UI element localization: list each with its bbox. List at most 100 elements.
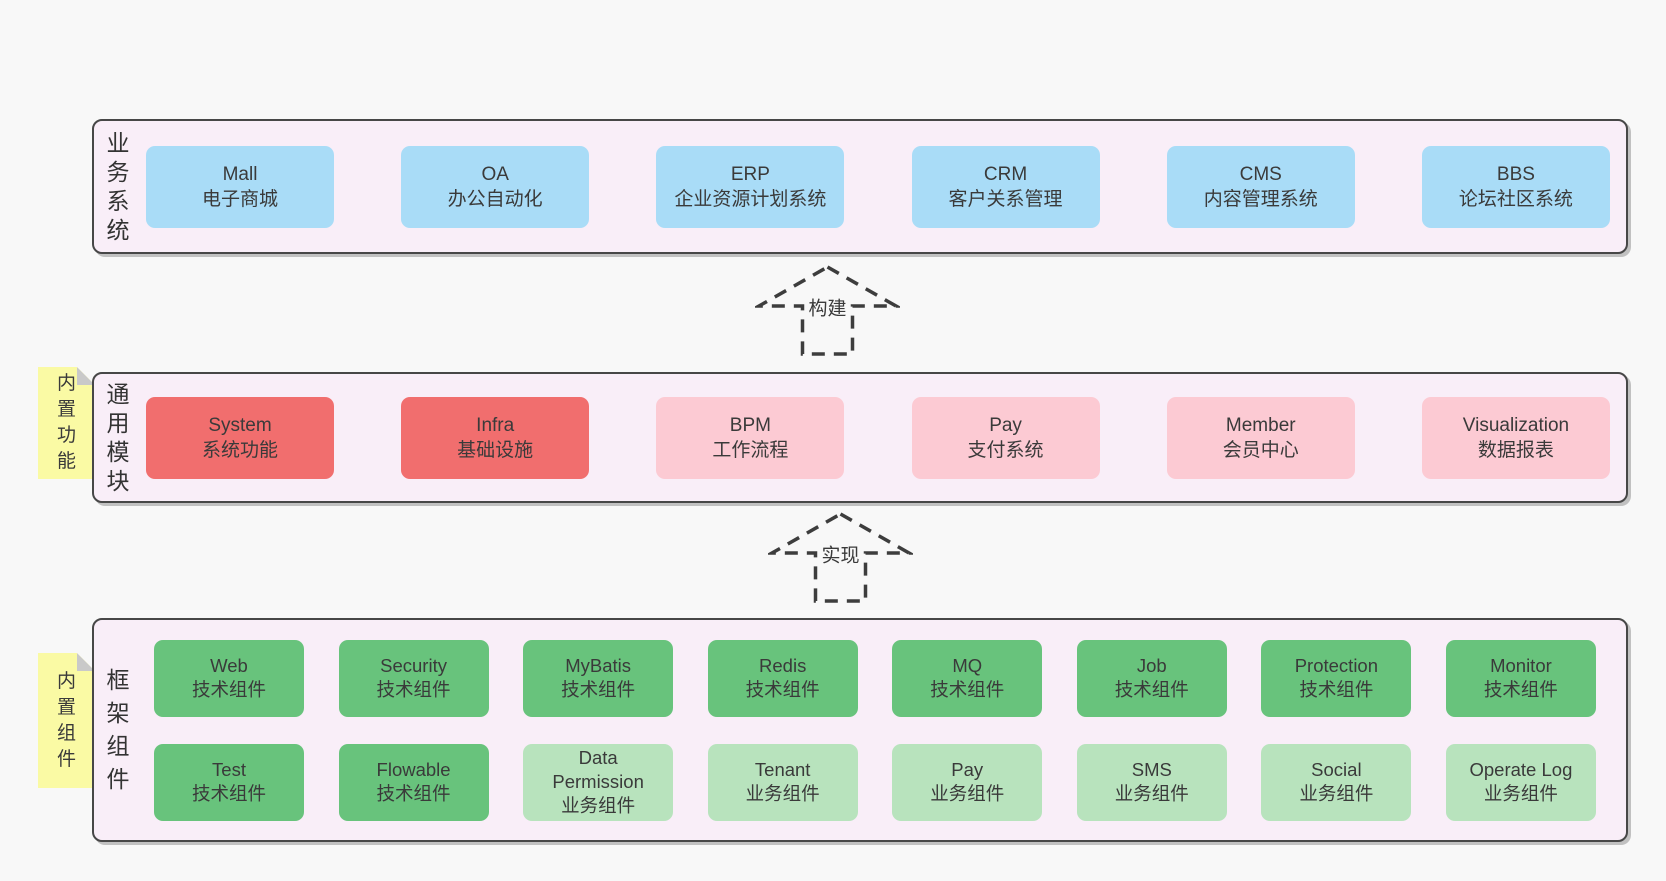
- module-desc: 电子商城: [201, 188, 278, 210]
- module-name: CMS: [1239, 163, 1282, 185]
- module-name: BBS: [1496, 163, 1535, 185]
- vertical-char: 业: [106, 129, 130, 156]
- module-box-pay: Pay 业务组件: [892, 743, 1043, 821]
- vertical-char: 统: [106, 216, 130, 243]
- module-name: Job: [1136, 655, 1167, 676]
- module-desc: 客户关系管理: [948, 188, 1063, 210]
- module-box-protection: Protection 技术组件: [1261, 639, 1412, 717]
- module-box-crm: CRM 客户关系管理: [911, 145, 1100, 228]
- module-name: Pay: [951, 759, 984, 780]
- module-desc: 技术组件: [1299, 679, 1374, 700]
- module-name: Monitor: [1490, 655, 1552, 676]
- vertical-char: 置: [56, 399, 76, 420]
- module-name: CRM: [983, 163, 1028, 185]
- module-name: OA: [481, 163, 509, 185]
- module-name: Web: [210, 655, 248, 676]
- vertical-char: 件: [106, 766, 130, 792]
- module-name: ERP: [730, 163, 770, 185]
- module-desc: 技术组件: [1114, 679, 1189, 700]
- module-desc: 业务组件: [1299, 783, 1374, 804]
- module-name: Tenant: [754, 759, 811, 780]
- vertical-char: 块: [106, 467, 130, 494]
- vertical-char: 模: [106, 438, 130, 465]
- band-label: 通用模块: [98, 374, 138, 501]
- module-desc: 技术组件: [376, 783, 451, 804]
- vertical-char: 组: [106, 733, 130, 759]
- module-desc: 内容管理系统: [1203, 188, 1318, 210]
- vertical-char: 通: [106, 380, 130, 407]
- module-desc: 业务组件: [561, 795, 636, 816]
- module-box-job: Job 技术组件: [1076, 639, 1227, 717]
- module-box-test: Test 技术组件: [154, 743, 304, 821]
- arrow-label: 构建: [805, 292, 850, 322]
- module-desc: 技术组件: [1483, 679, 1558, 700]
- module-name: Flowable: [376, 759, 451, 780]
- module-desc: 技术组件: [745, 679, 820, 700]
- vertical-char: 用: [106, 409, 130, 436]
- module-box-flowable: Flowable 技术组件: [338, 743, 489, 821]
- vertical-char: 置: [56, 696, 76, 718]
- module-desc: 工作流程: [712, 439, 789, 461]
- module-desc: 企业资源计划系统: [674, 188, 827, 210]
- module-desc: 系统功能: [201, 439, 278, 461]
- module-name: Redis: [759, 655, 807, 676]
- module-name: Social: [1311, 759, 1362, 780]
- module-name: Operate Log: [1469, 759, 1573, 780]
- vertical-char: 框: [106, 667, 130, 693]
- module-row: Mall 电子商城 OA 办公自动化 ERP 企业资源计划系统 CRM 客户关系管理 CMS 内容…: [146, 145, 1610, 228]
- band-rows: Mall 电子商城 OA 办公自动化 ERP 企业资源计划系统 CRM 客户关系管理 CMS 内容…: [146, 121, 1610, 252]
- module-name: Pay: [989, 414, 1022, 436]
- sticky-note-builtin-components: 内置组件: [38, 653, 95, 788]
- module-box-bbs: BBS 论坛社区系统: [1421, 145, 1610, 228]
- vertical-char: 内: [56, 670, 76, 692]
- arrow-build: 构建: [755, 263, 900, 358]
- module-desc: 基础设施: [457, 439, 534, 461]
- band-label: 框架组件: [98, 620, 138, 840]
- module-desc: 办公自动化: [447, 188, 543, 210]
- sticky-label: 内置组件: [38, 669, 95, 773]
- module-name: System: [208, 414, 272, 436]
- module-name: Protection: [1294, 655, 1379, 676]
- module-box-member: Member 会员中心: [1166, 396, 1355, 479]
- module-desc: 会员中心: [1222, 439, 1299, 461]
- vertical-char: 务: [106, 158, 130, 185]
- module-desc: 技术组件: [561, 679, 636, 700]
- module-name: Security: [380, 655, 447, 676]
- module-name: MyBatis: [565, 655, 632, 676]
- module-box-social: Social 业务组件: [1261, 743, 1412, 821]
- module-name: Mall: [222, 163, 258, 185]
- module-name: Visualization: [1462, 414, 1570, 436]
- vertical-char: 内: [56, 373, 76, 394]
- arrow-implement: 实现: [768, 510, 913, 605]
- module-desc: 数据报表: [1477, 439, 1554, 461]
- module-desc: 技术组件: [930, 679, 1005, 700]
- vertical-char: 系: [106, 187, 130, 214]
- module-name: Test: [212, 759, 246, 780]
- module-box-mybatis: MyBatis 技术组件: [523, 639, 674, 717]
- vertical-char: 能: [56, 451, 76, 472]
- vertical-char: 功: [56, 425, 76, 446]
- module-desc: 论坛社区系统: [1458, 188, 1573, 210]
- module-box-system: System 系统功能: [146, 396, 334, 479]
- vertical-char: 件: [56, 748, 76, 770]
- module-name: Member: [1225, 414, 1296, 436]
- module-box-erp: ERP 企业资源计划系统: [656, 145, 845, 228]
- module-box-cms: CMS 内容管理系统: [1166, 145, 1355, 228]
- module-desc: 技术组件: [191, 783, 266, 804]
- sticky-note-builtin-features: 内置功能: [38, 367, 95, 479]
- module-desc: 业务组件: [930, 783, 1005, 804]
